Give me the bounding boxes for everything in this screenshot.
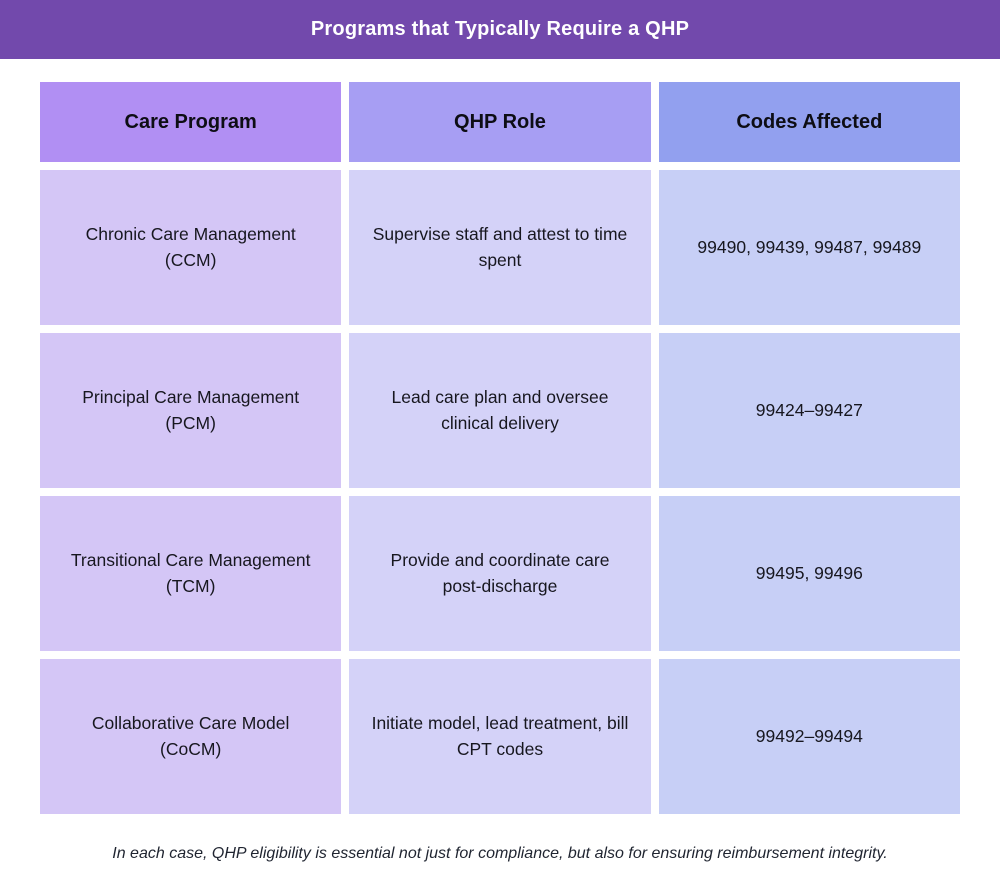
cell-role-pcm: Lead care plan and oversee clinical deli… [349,333,651,488]
cell-program-cocm: Collaborative Care Model (CoCM) [40,659,342,814]
column-header-qhp-role: QHP Role [349,82,651,162]
cell-codes-pcm: 99424–99427 [658,333,960,488]
column-header-care-program: Care Program [40,82,342,162]
title-banner: Programs that Typically Require a QHP [0,0,1000,59]
page-title: Programs that Typically Require a QHP [310,18,690,40]
cell-codes-ccm: 99490, 99439, 99487, 99489 [658,170,960,325]
qhp-requirements-table: Care Program QHP Role Codes Affected Chr… [40,82,960,814]
cell-program-tcm: Transitional Care Management (TCM) [40,496,342,651]
cell-program-pcm: Principal Care Management (PCM) [40,333,342,488]
column-header-codes-affected: Codes Affected [658,82,960,162]
cell-role-cocm: Initiate model, lead treatment, bill CPT… [349,659,651,814]
cell-role-ccm: Supervise staff and attest to time spent [349,170,651,325]
page: Programs that Typically Require a QHP Ca… [0,0,1000,863]
cell-program-ccm: Chronic Care Management (CCM) [40,170,342,325]
cell-codes-cocm: 99492–99494 [658,659,960,814]
footer: In each case, QHP eligibility is essenti… [0,845,1000,863]
cell-codes-tcm: 99495, 99496 [658,496,960,651]
cell-role-tcm: Provide and coordinate care post-dischar… [349,496,651,651]
footnote-text: In each case, QHP eligibility is essenti… [112,845,888,862]
